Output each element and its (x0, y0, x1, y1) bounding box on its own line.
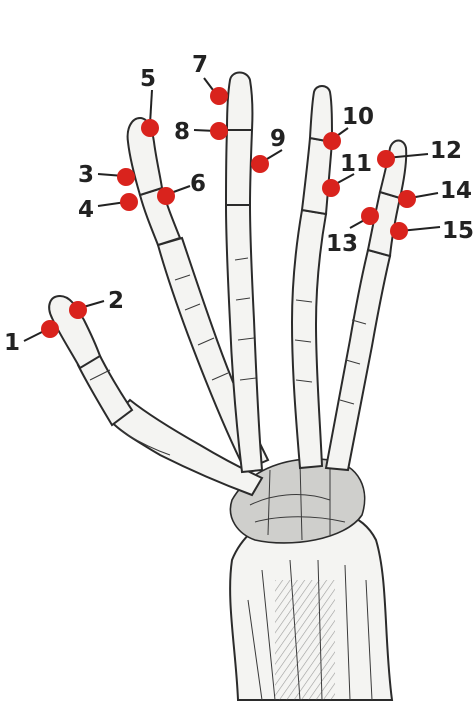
label-15: 15 (442, 218, 473, 244)
marker-1 (41, 320, 59, 338)
marker-12 (377, 150, 395, 168)
marker-7 (210, 87, 228, 105)
label-14: 14 (440, 178, 472, 204)
marker-6 (157, 187, 175, 205)
label-1: 1 (4, 330, 20, 356)
marker-14 (398, 190, 416, 208)
marker-10 (323, 132, 341, 150)
label-7: 7 (192, 52, 208, 78)
marker-5 (141, 119, 159, 137)
label-10: 10 (342, 104, 374, 130)
label-6: 6 (190, 171, 206, 197)
label-11: 11 (340, 151, 372, 177)
marker-9 (251, 155, 269, 173)
label-9: 9 (270, 126, 286, 152)
marker-13 (361, 207, 379, 225)
label-8: 8 (174, 119, 190, 145)
marker-15 (390, 222, 408, 240)
label-13: 13 (326, 231, 358, 257)
label-5: 5 (140, 66, 156, 92)
marker-3 (117, 168, 135, 186)
label-4: 4 (78, 197, 94, 223)
label-12: 12 (430, 138, 462, 164)
marker-2 (69, 301, 87, 319)
label-2: 2 (108, 288, 124, 314)
marker-8 (210, 122, 228, 140)
marker-11 (322, 179, 340, 197)
marker-4 (120, 193, 138, 211)
label-3: 3 (78, 162, 94, 188)
leader-line-5 (150, 90, 152, 124)
